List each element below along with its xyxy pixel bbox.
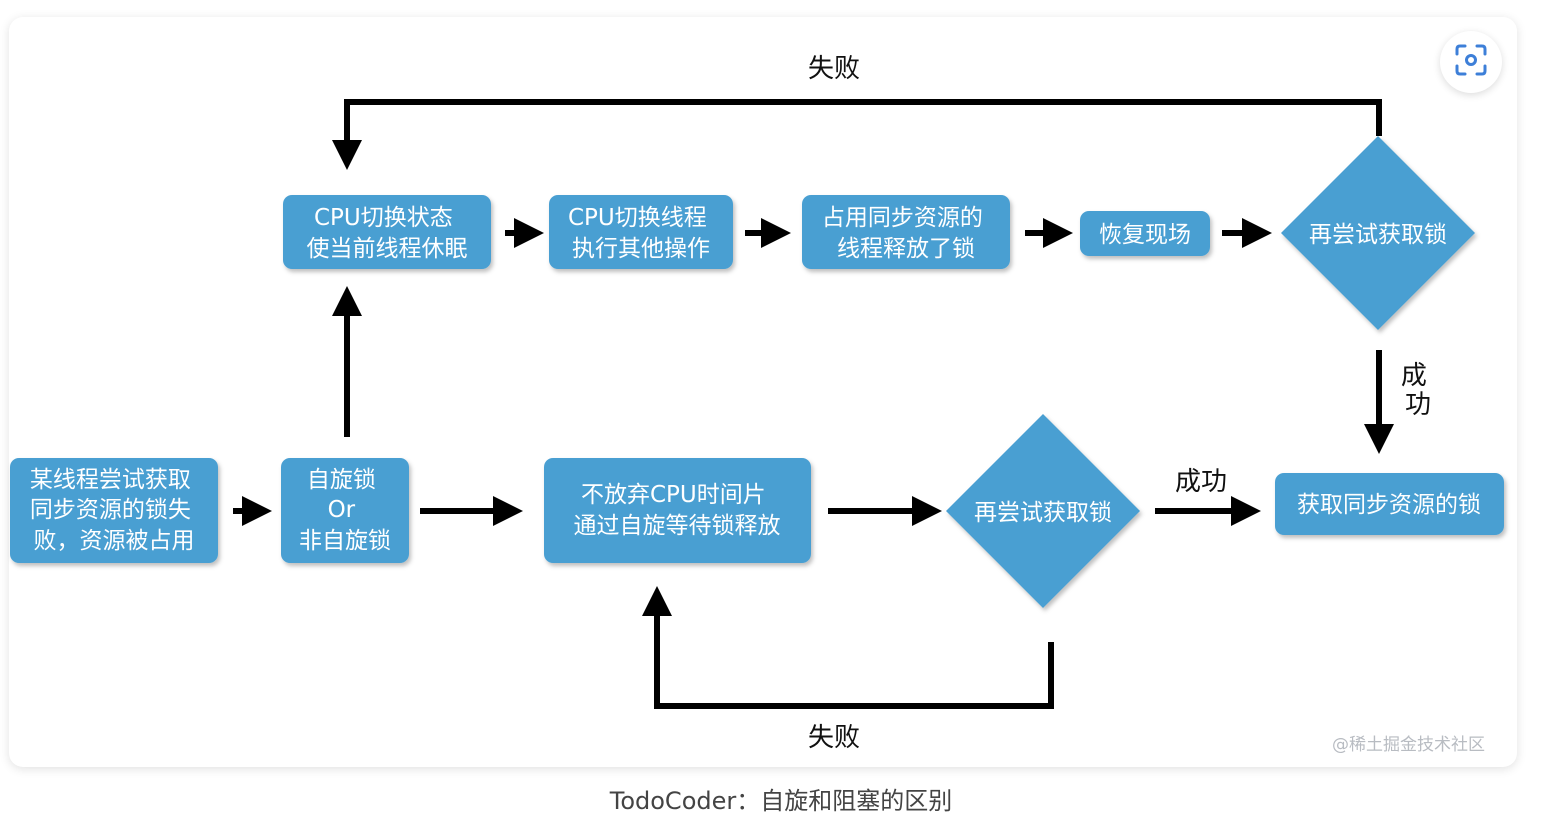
node-cpu-switch-thread: [549, 195, 733, 269]
label-cpu-switch-thread: CPU切换线程 执行其他操作: [568, 205, 714, 262]
edge-label-success-vertical: 成 功: [1401, 361, 1435, 420]
scan-button[interactable]: [1440, 31, 1502, 93]
node-cpu-switch-state: [283, 195, 491, 269]
node-labels: CPU切换状态 使当前线程休眠 CPU切换线程 执行其他操作 占用同步资源的 线…: [30, 205, 1481, 554]
node-choice: [281, 458, 409, 563]
label-holder-release: 占用同步资源的 线程释放了锁: [822, 205, 990, 262]
node-restore: [1080, 211, 1210, 256]
label-spin-wait: 不放弃CPU时间片 通过自旋等待锁释放: [574, 482, 781, 539]
label-retry-bottom: 再尝试获取锁: [974, 500, 1112, 526]
figure-card: [9, 17, 1517, 767]
edges: [233, 99, 1394, 709]
figure-caption: TodoCoder：自旋和阻塞的区别: [609, 787, 953, 815]
label-start: 某线程尝试获取 同步资源的锁失 败，资源被占用: [30, 467, 198, 554]
node-acquired: [1275, 473, 1504, 535]
node-retry-top: [1281, 136, 1475, 330]
label-acquired: 获取同步资源的锁: [1297, 492, 1481, 518]
edge-label-fail-top: 失败: [808, 54, 860, 84]
label-retry-top: 再尝试获取锁: [1309, 222, 1447, 248]
scan-icon: [1454, 43, 1488, 81]
label-cpu-switch-state: CPU切换状态 使当前线程休眠: [307, 205, 468, 262]
edge-labels: 失败 失败 成 功 成功: [808, 54, 1435, 753]
edge-label-fail-bottom: 失败: [808, 723, 860, 753]
node-retry-bottom: [946, 414, 1140, 608]
edge-fail-top: [332, 99, 1382, 170]
edge-fail-bottom: [642, 586, 1054, 709]
node-spin-wait: [544, 458, 811, 563]
watermark: @稀土掘金技术社区: [1332, 735, 1485, 755]
node-holder-release: [802, 195, 1010, 269]
nodes: [10, 136, 1504, 608]
label-restore: 恢复现场: [1099, 222, 1191, 248]
label-choice: 自旋锁 Or 非自旋锁: [299, 467, 391, 554]
node-start: [10, 458, 218, 563]
edge-label-success-horizontal: 成功: [1175, 467, 1227, 497]
